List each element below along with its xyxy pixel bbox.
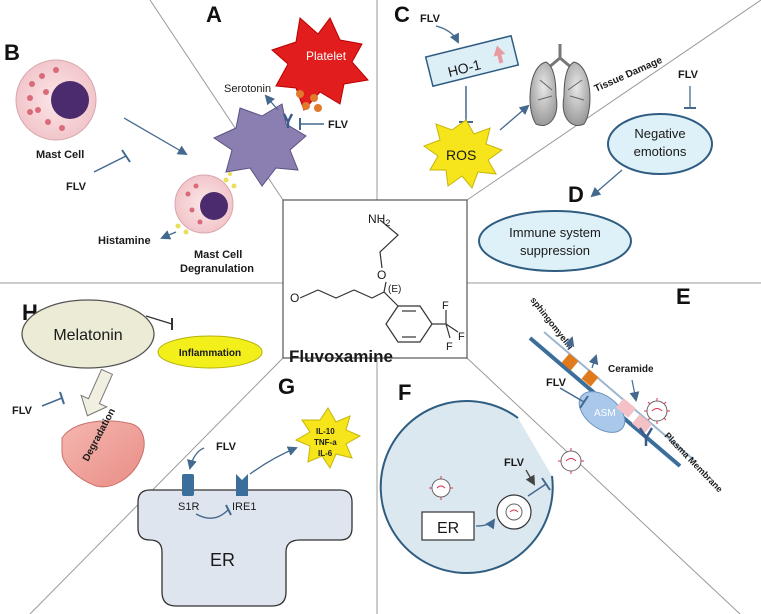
negative-emotions-line-2: emotions — [634, 144, 687, 159]
nh2-label: NH2 — [368, 212, 390, 228]
drug-name: Fluvoxamine — [289, 347, 393, 366]
flv-label-g: FLV — [216, 441, 237, 453]
virus-icon-f1 — [429, 476, 453, 500]
panel-d: FLV Negative emotions D Immune system su… — [478, 69, 713, 272]
flv-label-b: FLV — [66, 181, 87, 193]
degranulating-cell-nucleus — [200, 192, 228, 220]
panel-h: H Melatonin Inflammation Degradation FLV — [12, 299, 263, 488]
ire1-receptor-icon — [236, 474, 248, 496]
panel-e: E sphingomyelin Ceramide ASM FLV Plasma … — [528, 284, 724, 494]
liver-icon — [61, 420, 145, 488]
negative-emotions-line-1: Negative — [634, 126, 685, 141]
mast-cell-nucleus — [51, 81, 89, 119]
inflammation-ellipse — [157, 335, 263, 369]
cytokine-il6: IL-6 — [318, 449, 333, 458]
panel-letter-b: B — [4, 40, 20, 65]
fluorine-2-label: F — [458, 331, 465, 343]
s1r-receptor-icon — [182, 474, 194, 496]
serotonin-granules — [296, 90, 322, 112]
panel-letter-g: G — [278, 374, 295, 399]
divider-top-right — [466, 0, 761, 201]
panel-letter-e: E — [676, 284, 691, 309]
oxime-oxygen-label: O — [377, 268, 386, 282]
negative-emotions-ellipse — [607, 113, 713, 175]
immune-suppression-line-1: Immune system — [509, 225, 601, 240]
flv-label-f: FLV — [504, 457, 525, 469]
er-box — [421, 511, 475, 541]
ace2-receptor-icon — [638, 427, 654, 446]
serotonin-label: Serotonin — [224, 83, 271, 95]
melatonin-label: Melatonin — [53, 327, 122, 344]
cytokine-tnfa: TNF-a — [314, 438, 337, 447]
degradation-arrow-shape — [80, 368, 114, 417]
cell-membrane-shape — [379, 400, 554, 575]
divider-bottom-left — [29, 357, 284, 614]
virus-icon-e — [644, 398, 670, 424]
ros-burst-shape — [422, 119, 504, 189]
panel-letter-f: F — [398, 380, 411, 405]
ho1-label: HO-1 — [446, 56, 483, 80]
virus-icon-f3 — [558, 448, 584, 474]
flv-label-d: FLV — [678, 69, 699, 81]
panel-letter-a: A — [206, 2, 222, 27]
mast-cell-label: Mast Cell — [36, 149, 84, 161]
fluorine-1-label: F — [442, 300, 449, 312]
histamine-label: Histamine — [98, 235, 151, 247]
stereo-e-label: (E) — [388, 284, 401, 295]
mast-cell-granules — [27, 67, 65, 131]
lungs-icon — [529, 44, 591, 126]
up-arrow-icon — [493, 45, 506, 64]
tissue-damage-label: Tissue Damage — [593, 55, 665, 95]
fluorine-3-label: F — [446, 341, 453, 353]
plasma-membrane-label: Plasma Membrane — [663, 430, 725, 494]
s1r-label: S1R — [178, 501, 199, 513]
inflammation-label: Inflammation — [179, 348, 241, 359]
ho1-box — [424, 34, 520, 88]
cytokine-il10: IL-10 — [316, 427, 335, 436]
er-label-f: ER — [437, 520, 459, 537]
divider-bottom-right — [466, 357, 741, 614]
platelet-label: Platelet — [306, 49, 347, 63]
er-label-g: ER — [210, 550, 235, 570]
ceramide-patches — [616, 398, 652, 434]
asm-enzyme-shape — [578, 391, 626, 433]
melatonin-ellipse — [21, 299, 155, 369]
asm-label: ASM — [594, 408, 616, 419]
flv-label-h: FLV — [12, 405, 33, 417]
panel-g: G IL-10 TNF-a IL-6 FLV S1R IRE1 ER — [137, 374, 362, 607]
ros-label: ROS — [446, 147, 476, 163]
er-membrane-shape — [137, 489, 353, 607]
cytokine-burst-shape — [294, 407, 362, 470]
panel-letter-d: D — [568, 182, 584, 207]
flv-label-c: FLV — [420, 13, 441, 25]
degranulation-label-1: Mast Cell — [194, 249, 242, 261]
panel-letter-c: C — [394, 2, 410, 27]
platelet-shape — [271, 17, 369, 111]
panel-f: F ER FLV — [379, 380, 584, 575]
immune-suppression-ellipse — [478, 210, 632, 272]
ceramide-label: Ceramide — [608, 364, 654, 375]
immune-suppression-line-2: suppression — [520, 243, 590, 258]
fluvoxamine-structure: NH2 O N (E) O F F F Fluvoxamine — [282, 199, 468, 366]
released-granules — [175, 172, 237, 235]
flv-label-e: FLV — [546, 377, 567, 389]
center-box — [282, 199, 468, 359]
panel-a: A Platelet Serotonin FLV — [206, 2, 369, 187]
serotonin-receptor-icon — [282, 113, 294, 128]
panel-b: B Mast Cell FLV Histamine Mast Cell Degr… — [4, 40, 254, 275]
methoxy-oxygen-label: O — [290, 291, 299, 305]
degranulation-label-2: Degranulation — [180, 263, 254, 275]
ire1-label: IRE1 — [232, 501, 256, 513]
target-cell-shape — [212, 103, 307, 187]
virus-icon-f2 — [505, 503, 523, 521]
sphingomyelin-markers — [561, 336, 599, 387]
flv-label-a: FLV — [328, 119, 349, 131]
